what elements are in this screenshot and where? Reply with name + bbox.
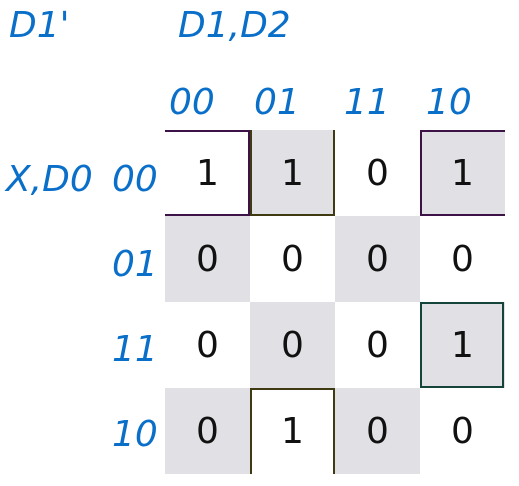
cell-r2-c0: 0 bbox=[165, 302, 250, 388]
column-header-01: 01 bbox=[254, 82, 300, 123]
row-header-00: 00 bbox=[112, 159, 158, 200]
cell-r3-c0: 0 bbox=[165, 388, 250, 474]
cell-value: 1 bbox=[281, 152, 304, 194]
cell-r1-c3: 0 bbox=[420, 216, 505, 302]
cell-r1-c1: 0 bbox=[250, 216, 335, 302]
cell-value: 0 bbox=[451, 410, 474, 452]
column-header-11: 11 bbox=[344, 82, 390, 123]
cell-value: 1 bbox=[196, 152, 219, 194]
row-header-11: 11 bbox=[112, 329, 158, 370]
cell-value: 0 bbox=[366, 238, 389, 280]
cell-r1-c2: 0 bbox=[335, 216, 420, 302]
cell-r2-c2: 0 bbox=[335, 302, 420, 388]
cell-r2-c3: 1 bbox=[420, 302, 505, 388]
cell-r0-c3: 1 bbox=[420, 130, 505, 216]
cell-value: 1 bbox=[451, 324, 474, 366]
cell-value: 0 bbox=[366, 152, 389, 194]
cell-r3-c1: 1 bbox=[250, 388, 335, 474]
cell-r3-c3: 0 bbox=[420, 388, 505, 474]
cell-value: 0 bbox=[281, 324, 304, 366]
row-header-01: 01 bbox=[112, 244, 158, 285]
column-header-00: 00 bbox=[169, 82, 215, 123]
cell-value: 0 bbox=[366, 410, 389, 452]
cell-value: 0 bbox=[281, 238, 304, 280]
cell-value: 0 bbox=[196, 324, 219, 366]
column-variable-label: D1,D2 bbox=[178, 5, 291, 46]
cell-r0-c2: 0 bbox=[335, 130, 420, 216]
karnaugh-map: 1 1 0 1 0 0 0 0 0 0 0 1 0 1 0 0 bbox=[165, 130, 505, 474]
cell-value: 1 bbox=[281, 410, 304, 452]
cell-value: 0 bbox=[451, 238, 474, 280]
cell-r2-c1: 0 bbox=[250, 302, 335, 388]
row-variable-label: X,D0 bbox=[6, 159, 93, 200]
cell-value: 0 bbox=[196, 410, 219, 452]
cell-r1-c0: 0 bbox=[165, 216, 250, 302]
cell-value: 1 bbox=[451, 152, 474, 194]
cell-value: 0 bbox=[196, 238, 219, 280]
map-output-label: D1' bbox=[9, 5, 70, 46]
cell-r3-c2: 0 bbox=[335, 388, 420, 474]
cell-value: 0 bbox=[366, 324, 389, 366]
column-header-10: 10 bbox=[426, 82, 472, 123]
cell-r0-c1: 1 bbox=[250, 130, 335, 216]
cell-r0-c0: 1 bbox=[165, 130, 250, 216]
row-header-10: 10 bbox=[112, 414, 158, 455]
